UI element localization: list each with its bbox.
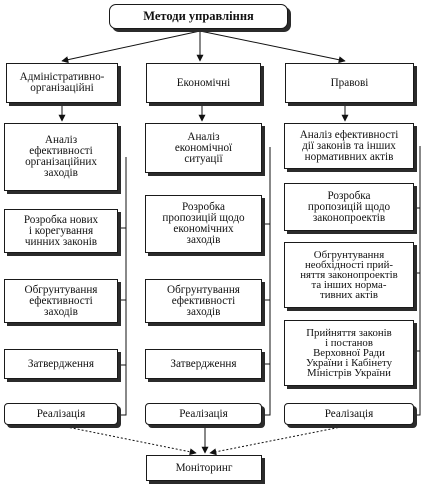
arrow-title-to-admin bbox=[61, 30, 201, 64]
legal-side-connector bbox=[414, 146, 421, 416]
diagram-title: Методи управління bbox=[109, 4, 288, 29]
legal-step-implementation: Реалізація bbox=[284, 403, 414, 425]
monitoring-box: Моніторинг bbox=[146, 455, 262, 481]
dotted-admin-to-monitoring bbox=[61, 425, 197, 456]
arrow-title-to-legal bbox=[199, 30, 346, 64]
dotted-legal-to-monitoring bbox=[209, 425, 347, 456]
econ-step-proposals: Розробка пропозицій щодо економічних зах… bbox=[145, 195, 262, 253]
admin-step-approval: Затвердження bbox=[4, 349, 118, 379]
legal-step-analysis: Аналіз ефективності дії законів та інших… bbox=[284, 123, 414, 169]
admin-step-justification: Обгрунтування ефективності заходів bbox=[4, 279, 118, 323]
admin-step-drafting: Розробка нових і корегування чинних зако… bbox=[4, 209, 118, 253]
legal-header: Правові bbox=[285, 63, 414, 103]
legal-step-adoption: Прийняття законів і постанов Верховної Р… bbox=[284, 320, 414, 386]
econ-step-implementation: Реалізація bbox=[145, 403, 262, 425]
econ-side-connector bbox=[262, 147, 271, 416]
admin-side-connector bbox=[118, 157, 127, 416]
admin-step-analysis: Аналіз ефективності організаційних заход… bbox=[4, 123, 118, 191]
econ-step-approval: Затвердження bbox=[145, 349, 262, 379]
legal-step-justification: Обгрунтування необхідності прий- няття з… bbox=[284, 242, 414, 308]
economic-header: Економічні bbox=[146, 63, 261, 103]
admin-header: Адміністративно- організаційні bbox=[6, 63, 118, 103]
admin-step-implementation: Реалізація bbox=[4, 403, 118, 425]
econ-step-analysis: Аналіз економічної ситуації bbox=[145, 123, 262, 173]
econ-step-justification: Обгрунтування ефективності заходів bbox=[145, 279, 262, 323]
legal-step-proposals: Розробка пропозицій щодо законопроектів bbox=[284, 183, 414, 231]
